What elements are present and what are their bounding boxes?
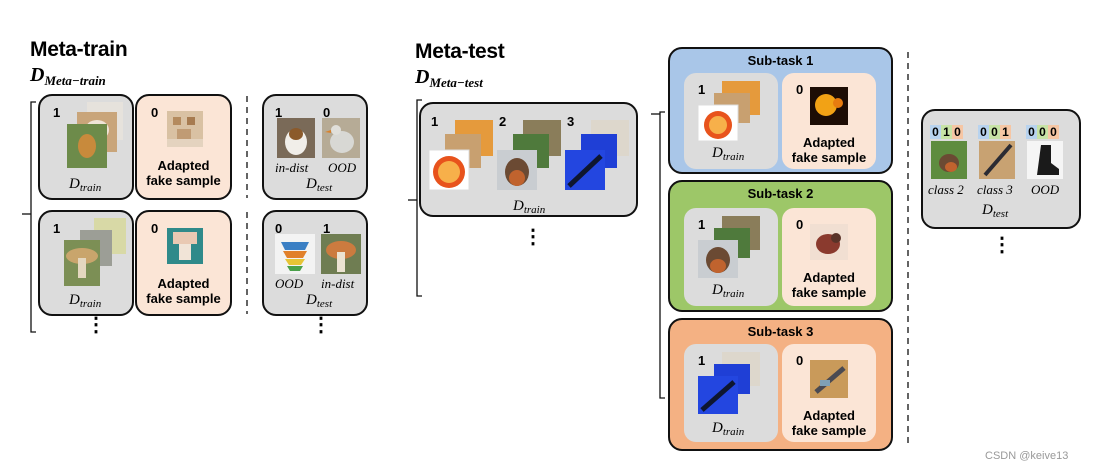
meta-train-row1-test-box: 1 0 in-dist OOD Dtest [262,94,368,200]
test-label-a: 1 [275,105,283,120]
dashed-divider [246,96,248,198]
fake-count: 0 [796,217,804,232]
ood-label: OOD [275,276,304,291]
subtask-title: Sub-task 3 [747,324,814,339]
orange-images-icon [428,120,493,191]
train-count-1: 1 [431,114,439,129]
train-count: 1 [698,217,706,232]
d-train-label: Dtrain [69,176,102,194]
test-label-a: 0 [275,221,283,236]
in-dist-label: in-dist [321,276,355,291]
d-train-label: Dtrain [712,145,745,163]
dashed-divider [246,212,248,314]
pixelated-fake-sample-icon [167,228,203,264]
in-dist-label: in-dist [275,160,309,175]
subtask-train-box: 1 Dtrain [684,73,778,169]
ellipsis: ⋮ [311,314,331,336]
clarinet-images-icon [698,352,760,414]
fake-count: 0 [151,221,159,236]
fake-count: 0 [151,105,159,120]
pixelated-fake-sample-icon [167,111,203,147]
bird-images-icon [497,120,561,190]
mushroom-image-icon [321,234,361,274]
meta-train-row2-train-box: 1 Dtrain [38,210,134,316]
clarinet-images-icon [565,120,629,190]
fake-count: 0 [796,353,804,368]
goose-image-icon [322,118,360,158]
test-label-b: 1 [323,221,331,236]
meta-test-dataset-label: DMeta−test [415,66,483,90]
ood-label: OOD [328,160,357,175]
train-count: 1 [698,82,706,97]
train-count: 1 [698,353,706,368]
watermark: CSDN @keive13 [985,450,1069,462]
train-count: 1 [53,105,61,120]
meta-train-bracket [22,101,36,333]
pixelated-fake-sample-icon [810,360,848,398]
meta-test-bracket [408,99,422,297]
clarinet-image-icon [979,141,1015,179]
subtask-title: Sub-task 1 [747,53,814,68]
meta-train-row2-test-box: 0 1 OOD in-dist Dtest [262,210,368,316]
train-count: 1 [53,221,61,236]
subtask-bracket [651,111,665,399]
subtask-title: Sub-task 2 [747,186,814,201]
stacked-bowls-image-icon [275,234,315,274]
d-train-label: Dtrain [712,282,745,300]
train-count-2: 2 [499,114,507,129]
meta-train-title: Meta-train [30,38,128,61]
d-test-label: Dtest [306,292,333,310]
d-train-label: Dtrain [712,420,745,438]
train-count-3: 3 [567,114,575,129]
bird-images-icon [698,216,760,278]
pixelated-fake-sample-icon [810,224,848,260]
pixelated-fake-sample-icon [810,87,848,125]
d-test-label: Dtest [982,202,1009,220]
subtask-train-box: 1 Dtrain [684,344,778,442]
meta-test-title: Meta-test [415,40,505,63]
ellipsis: ⋮ [992,234,1012,256]
ellipsis: ⋮ [86,314,106,336]
dog-images-icon [67,102,123,168]
ellipsis: ⋮ [523,226,543,248]
ood-label: OOD [1031,182,1060,197]
mushroom-images-icon [64,218,126,286]
class-3-label: class 3 [977,182,1013,197]
boot-image-icon [1027,141,1063,179]
subtask-train-box: 1 Dtrain [684,208,778,306]
orange-images-icon [697,81,760,142]
bird-image-icon [931,141,967,179]
meta-test-train-box: 1 2 3 Dtrain [419,102,638,217]
d-train-label: Dtrain [513,198,546,216]
dog-image-icon [277,118,315,158]
meta-train-dataset-label: DMeta−train [30,64,106,88]
fake-count: 0 [796,82,804,97]
dashed-divider [907,52,909,447]
test-label-b: 0 [323,105,331,120]
d-test-label: Dtest [306,176,333,194]
d-train-label: Dtrain [69,292,102,310]
class-2-label: class 2 [928,182,964,197]
meta-train-row1-train-box: 1 Dtrain [38,94,134,200]
